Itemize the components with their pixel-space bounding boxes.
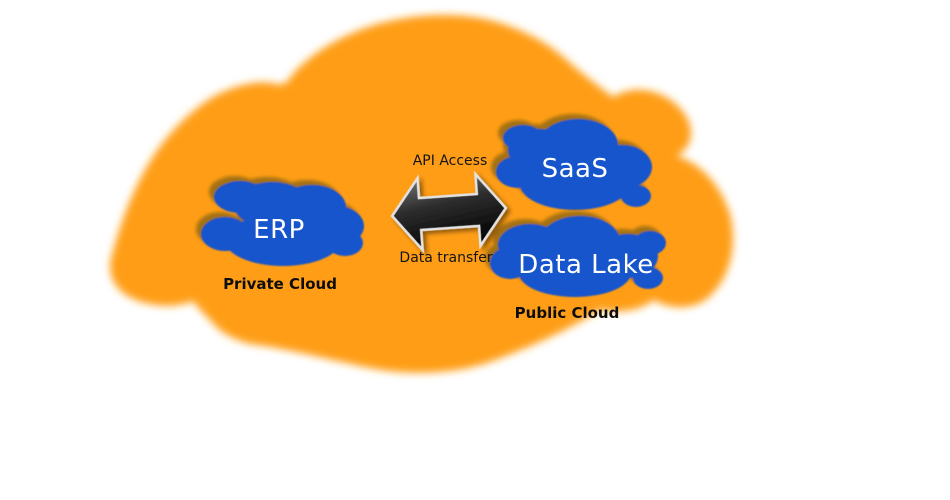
private-cloud-zone-label: Private Cloud bbox=[223, 275, 337, 293]
data-lake-cloud bbox=[490, 216, 666, 297]
data-transfer-label: Data transfer bbox=[399, 250, 493, 266]
cloud-lobe bbox=[621, 185, 651, 207]
api-access-label: API Access bbox=[412, 153, 488, 169]
erp-cloud bbox=[201, 181, 364, 266]
cloud-lobe bbox=[633, 267, 663, 289]
cloud-lobe bbox=[519, 249, 631, 297]
saas-cloud bbox=[496, 119, 652, 210]
data-transfer-arrow-icon bbox=[390, 170, 508, 254]
cloud-lobe bbox=[496, 156, 540, 188]
cloud-lobe bbox=[520, 158, 630, 210]
erp-node-label: ERP bbox=[253, 215, 305, 245]
cloud-lobe bbox=[225, 214, 341, 266]
data-lake-node-label: Data Lake bbox=[518, 250, 654, 280]
cloud-lobe bbox=[634, 231, 666, 255]
public-cloud-zone-label: Public Cloud bbox=[514, 304, 620, 322]
cloud-lobe bbox=[490, 247, 530, 279]
cloud-lobe bbox=[201, 217, 249, 251]
saas-node-label: SaaS bbox=[541, 154, 609, 184]
double-arrow-shape bbox=[390, 170, 508, 254]
